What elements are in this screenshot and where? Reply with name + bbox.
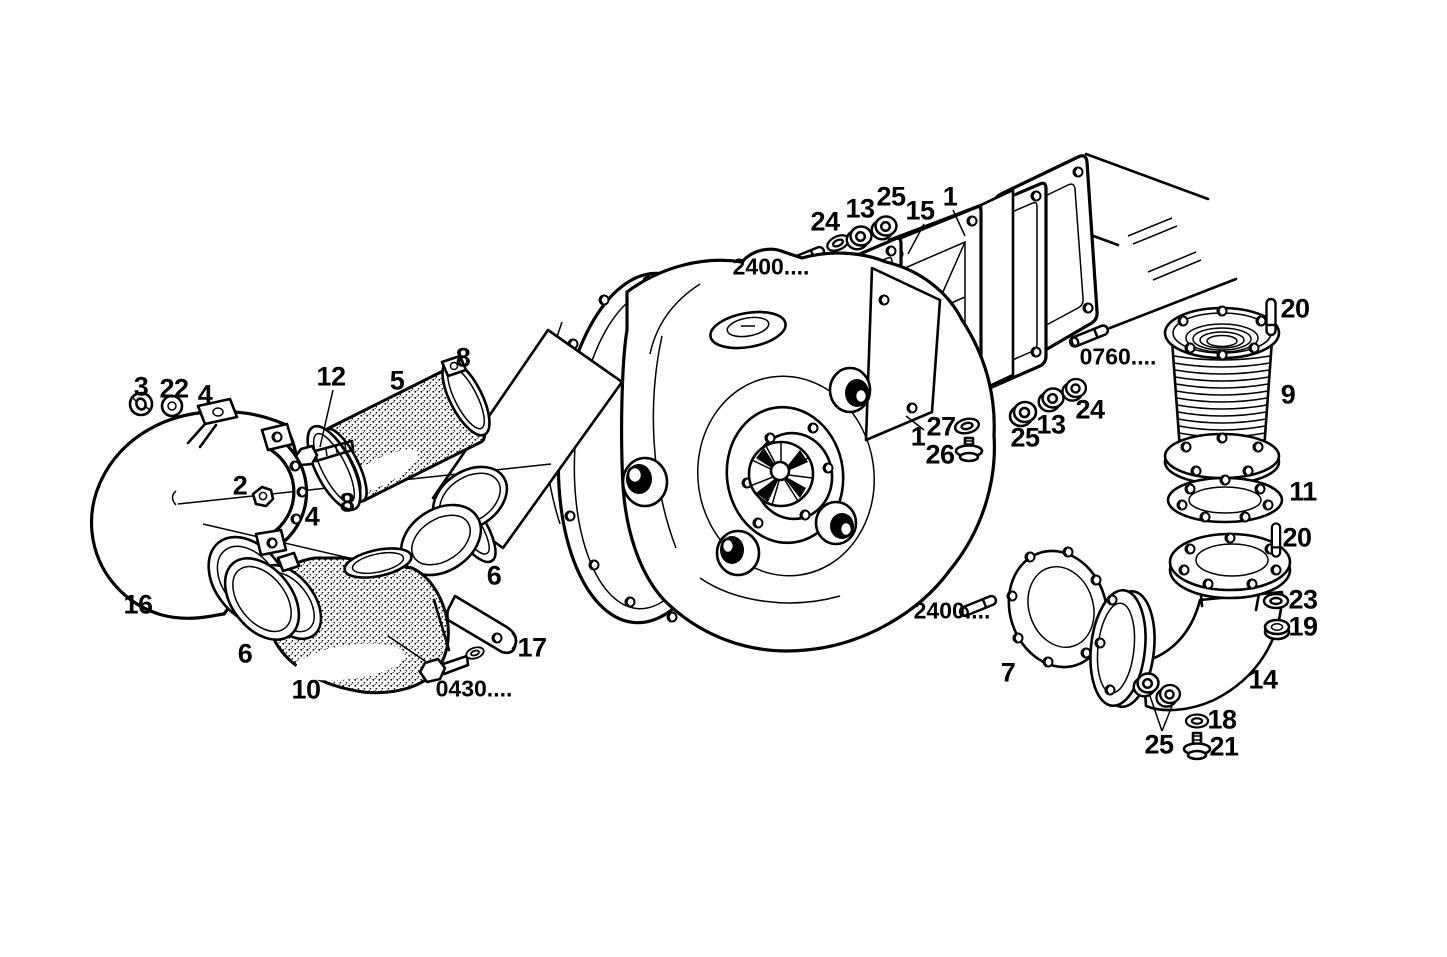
nut-25-mid xyxy=(1008,400,1038,428)
washer-22 xyxy=(160,394,184,418)
nut-24-mid xyxy=(1061,377,1088,402)
bolt-hole xyxy=(1082,302,1094,314)
nut-25-top xyxy=(870,215,898,241)
nut-19 xyxy=(1263,618,1291,641)
bolt-hole xyxy=(1030,190,1042,202)
stud-boss xyxy=(828,366,872,414)
washer-3 xyxy=(128,391,154,417)
clamp-bracket-small-4 xyxy=(186,397,239,449)
bellows-9 xyxy=(1163,305,1281,486)
hose-clamp-8-left xyxy=(306,424,362,512)
bolt-hole xyxy=(1030,346,1042,358)
elbow-top-flange xyxy=(1168,532,1292,600)
leader-lines xyxy=(319,209,966,448)
turbo-exhaust-pad xyxy=(864,266,942,442)
nut-25-pair xyxy=(1132,672,1182,732)
bolt-0430 xyxy=(418,644,487,684)
stud-boss xyxy=(621,456,669,508)
elbow-hose-10 xyxy=(266,547,451,695)
seal-ring-6-pipe xyxy=(223,557,301,641)
turbine-outlet-face xyxy=(697,375,875,577)
bolt-2 xyxy=(251,485,275,508)
nut-13-top xyxy=(845,225,873,251)
support-bracket-17 xyxy=(387,594,518,664)
gasket-11 xyxy=(1166,474,1284,524)
outlet-elbow-14 xyxy=(1089,532,1292,712)
bolt-hole xyxy=(966,215,978,227)
stud-2400-bottom xyxy=(957,593,999,619)
bolt-21 xyxy=(1182,731,1212,761)
washer-18 xyxy=(1184,713,1210,729)
clamp-half-4 xyxy=(254,422,309,557)
washer-23 xyxy=(1262,592,1290,610)
bolt-hole xyxy=(885,245,897,257)
hose-clamp-8-right xyxy=(440,354,491,437)
stud-boss xyxy=(814,500,858,546)
turbocharger xyxy=(431,247,996,653)
oil-inlet-boss xyxy=(709,310,787,350)
clamp-screw-12 xyxy=(294,439,355,467)
stud-20-bottom xyxy=(1270,522,1282,558)
bellows-top-flange xyxy=(1163,305,1281,361)
bellows-bottom-flange xyxy=(1163,432,1281,486)
nut-13-mid xyxy=(1037,387,1065,413)
gasket-7 xyxy=(1006,546,1109,669)
turbine-wheel xyxy=(747,440,815,508)
pipe-inner-line xyxy=(171,490,177,506)
bolt-hole xyxy=(1072,166,1084,178)
bolt-26 xyxy=(954,436,984,463)
stud-20-top xyxy=(1265,297,1277,337)
stud-boss xyxy=(715,529,761,577)
